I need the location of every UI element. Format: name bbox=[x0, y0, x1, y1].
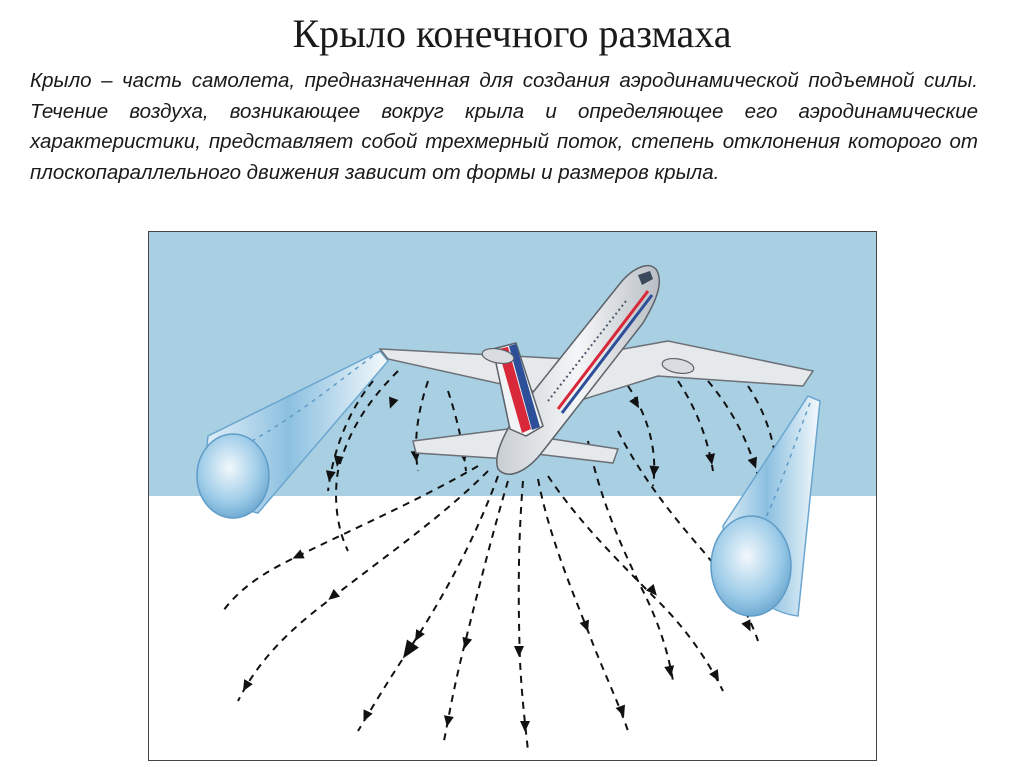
flow-arrow bbox=[328, 588, 341, 600]
right-wingtip-vortex bbox=[710, 395, 821, 617]
slide-title: Крыло конечного размаха bbox=[292, 11, 732, 56]
flow-arrow bbox=[292, 549, 305, 559]
flow-line bbox=[587, 440, 674, 682]
figure-border bbox=[148, 231, 877, 761]
flow-arrow bbox=[325, 470, 336, 482]
flow-arrow bbox=[615, 704, 625, 717]
flow-arrow bbox=[709, 669, 719, 682]
left-engine bbox=[481, 347, 515, 365]
flow-arrow bbox=[415, 629, 425, 642]
flow-arrow bbox=[462, 636, 473, 649]
left-vortex-core bbox=[196, 433, 270, 519]
flow-arrow bbox=[443, 715, 454, 727]
cockpit-windows bbox=[638, 271, 653, 285]
cabin-windows bbox=[547, 300, 627, 402]
slide-body-text: Крыло – часть самолета, предназначенная … bbox=[30, 69, 978, 184]
flow-line bbox=[747, 385, 779, 492]
left-wingtip-vortex bbox=[196, 350, 389, 519]
flow-arrow bbox=[363, 709, 373, 722]
flow-line bbox=[415, 380, 429, 472]
flow-line bbox=[617, 430, 759, 642]
flow-line bbox=[447, 390, 467, 472]
flow-arrow bbox=[520, 721, 530, 732]
flow-arrow bbox=[649, 465, 660, 477]
flow-arrow bbox=[741, 619, 751, 632]
flow-arrow bbox=[705, 453, 716, 465]
right-vortex-core bbox=[710, 515, 792, 617]
right-engine bbox=[661, 357, 695, 375]
flow-arrow bbox=[514, 646, 524, 657]
flow-arrow bbox=[389, 396, 399, 409]
flow-arrow bbox=[645, 583, 657, 596]
flow-line bbox=[222, 465, 479, 612]
flow-arrow bbox=[243, 679, 253, 692]
airplane bbox=[378, 264, 815, 475]
flow-arrow bbox=[664, 665, 675, 677]
flow-arrow bbox=[629, 396, 639, 409]
flow-arrow bbox=[579, 619, 589, 632]
flow-line bbox=[335, 370, 399, 552]
tail-stripe-blue bbox=[509, 344, 540, 430]
flow-arrow bbox=[747, 456, 757, 469]
wingtip-vortex-illustration bbox=[148, 231, 877, 761]
tail-stripe-red bbox=[498, 347, 531, 433]
flow-arrow bbox=[333, 455, 344, 467]
